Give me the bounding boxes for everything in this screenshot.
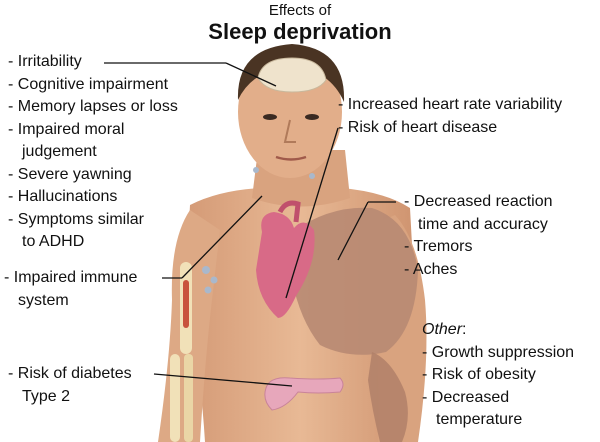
effect-reaction-time: - Decreased reaction bbox=[404, 193, 553, 210]
effect-impaired-immune-cont: system bbox=[18, 291, 69, 309]
effect-adhd-symptoms-cont: to ADHD bbox=[22, 233, 85, 250]
effect-memory-lapses: - Memory lapses or loss bbox=[8, 98, 178, 115]
lymph-node bbox=[253, 167, 259, 173]
forearm-muscle bbox=[368, 352, 408, 442]
pointer-diabetes bbox=[153, 373, 293, 387]
effect-reaction-time-cont: time and accuracy bbox=[418, 215, 548, 233]
effect-tremors: - Tremors bbox=[404, 238, 473, 255]
diabetes-effects-list: - Risk of diabetes Type 2 bbox=[8, 363, 132, 408]
lymph-node bbox=[309, 173, 315, 179]
bone-marrow bbox=[183, 280, 189, 328]
eye-right bbox=[305, 114, 319, 120]
heart bbox=[256, 212, 315, 318]
page-title: Sleep deprivation bbox=[208, 19, 392, 44]
effect-heart-rate-variability: - Increased heart rate variability bbox=[338, 96, 563, 113]
brain-effects-list: - Irritability - Cognitive impairment - … bbox=[8, 51, 178, 254]
effect-impaired-moral: - Impaired moral bbox=[8, 120, 125, 138]
pointer-muscle bbox=[337, 201, 369, 261]
effect-hallucinations: - Hallucinations bbox=[8, 188, 118, 205]
eye-left bbox=[263, 114, 277, 120]
effect-obesity-risk: - Risk of obesity bbox=[422, 366, 536, 383]
effect-diabetes-type: Type 2 bbox=[22, 387, 71, 405]
title-prefix: Effects of bbox=[268, 2, 332, 19]
muscle-effects-list: - Decreased reaction time and accuracy -… bbox=[404, 191, 553, 281]
lymph-node bbox=[204, 286, 212, 294]
effect-irritability: - Irritability bbox=[8, 53, 82, 70]
effect-decreased-temperature: - Decreased bbox=[422, 388, 510, 406]
effect-impaired-moral-cont: judgement bbox=[22, 143, 97, 160]
radius-bone bbox=[170, 354, 180, 442]
mouth bbox=[275, 155, 307, 161]
other-effects-list: Other: - Growth suppression - Risk of ob… bbox=[422, 319, 574, 432]
effect-growth-suppression: - Growth suppression bbox=[422, 343, 575, 361]
other-heading-text: Other bbox=[422, 321, 463, 338]
effect-aches: - Aches bbox=[404, 260, 458, 278]
immune-effects-list: - Impaired immune system bbox=[4, 267, 137, 312]
lymph-node bbox=[202, 266, 210, 274]
arm-muscle bbox=[292, 207, 418, 355]
effect-cognitive-impairment: - Cognitive impairment bbox=[8, 75, 169, 93]
effect-severe-yawning: - Severe yawning bbox=[8, 165, 132, 183]
effect-heart-disease-risk: - Risk of heart disease bbox=[338, 118, 498, 136]
hair bbox=[237, 44, 345, 102]
pointer-immune bbox=[181, 195, 263, 279]
pointer-brain bbox=[225, 62, 277, 87]
other-heading: Other: bbox=[422, 319, 574, 342]
aorta bbox=[277, 200, 301, 223]
nose bbox=[283, 119, 296, 143]
effect-adhd-symptoms: - Symptoms similar bbox=[8, 210, 145, 228]
heart-effects-list: - Increased heart rate variability - Ris… bbox=[338, 94, 562, 139]
effect-impaired-immune: - Impaired immune bbox=[4, 269, 138, 286]
lymph-node bbox=[210, 276, 218, 284]
other-heading-colon: : bbox=[462, 321, 467, 338]
pointer-heart bbox=[285, 127, 339, 299]
brain bbox=[257, 57, 327, 93]
effect-diabetes-risk: - Risk of diabetes bbox=[8, 365, 132, 382]
ulna-bone bbox=[184, 354, 193, 442]
effect-decreased-temperature-cont: temperature bbox=[436, 411, 523, 428]
